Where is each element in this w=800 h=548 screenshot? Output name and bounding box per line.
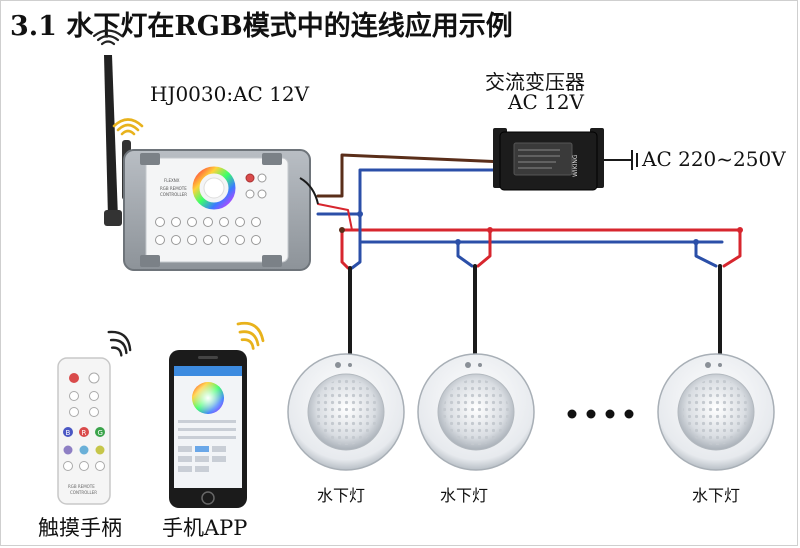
phone-app-label: 手机APP [162, 516, 248, 540]
junction-dots [339, 211, 743, 245]
lamp3-red-drop [722, 228, 742, 268]
color-wheel [192, 166, 236, 210]
wifi-signal-icon [112, 118, 144, 136]
controller-panel-line2: CONTROLLER [160, 192, 187, 197]
controller-buttons [155, 173, 267, 245]
transformer-label: 交流变压器 [485, 70, 585, 94]
lamp-2 [417, 353, 535, 471]
wiring [316, 153, 742, 367]
lamp-label: 水下灯 [692, 486, 741, 505]
blue-bus-wire [358, 212, 724, 244]
smartphone [169, 350, 247, 508]
app-controls [178, 420, 236, 472]
mains-voltage-label: AC 220~250V [642, 147, 786, 171]
transformer-voltage-label: AC 12V [508, 90, 584, 114]
red-wire-controller [317, 203, 353, 231]
lamp-label: 水下灯 [440, 486, 489, 505]
blue-wire-transformer [316, 168, 507, 216]
antenna-base [104, 210, 122, 226]
lamp-1 [287, 353, 405, 471]
controller-box: FLEXNX RGB REMOTE CONTROLLER [123, 149, 319, 271]
lamp1-blue-drop [350, 240, 362, 270]
lamp-3 [657, 353, 775, 471]
lamp2-red-drop [476, 228, 492, 268]
remote-wifi-icon [107, 330, 132, 357]
junction-dot [357, 211, 363, 217]
junction-dot [487, 227, 493, 233]
remote-footer-line1: RGB REMOTE [68, 484, 95, 489]
antenna-rod [104, 55, 118, 218]
remote-btn-b: B [66, 429, 71, 437]
remote-label: 触摸手柄 [38, 516, 122, 540]
junction-dot [339, 227, 345, 233]
phone-wifi-icon [236, 321, 265, 350]
home-button-icon [201, 491, 215, 505]
wifi-icon [92, 29, 124, 46]
lamp1-red-drop [340, 228, 350, 270]
more-lamps-ellipsis [567, 409, 634, 419]
controller-model-label: HJ0030:AC 12V [150, 82, 310, 106]
transformer: WIKING [493, 128, 604, 191]
remote-control: B R G RGB REMOTE CONTROLLER [57, 357, 111, 505]
lamp2-blue-drop [456, 240, 474, 268]
controller-panel-line1: RGB REMOTE [160, 186, 187, 191]
remote-footer-line2: CONTROLLER [70, 490, 97, 495]
lamp-label: 水下灯 [317, 486, 366, 505]
transformer-brand: WIKING [572, 154, 579, 177]
junction-dot [455, 239, 461, 245]
brown-wire [316, 153, 507, 198]
mains-plug-icon [631, 150, 638, 170]
transformer-label-lines [518, 149, 560, 169]
remote-btn-r: R [82, 429, 87, 437]
lamp3-blue-drop [694, 240, 718, 268]
remote-btn-g: G [98, 429, 103, 437]
controller-panel-brand: FLEXNX [164, 178, 180, 183]
junction-dot [737, 227, 743, 233]
junction-dot [693, 239, 699, 245]
